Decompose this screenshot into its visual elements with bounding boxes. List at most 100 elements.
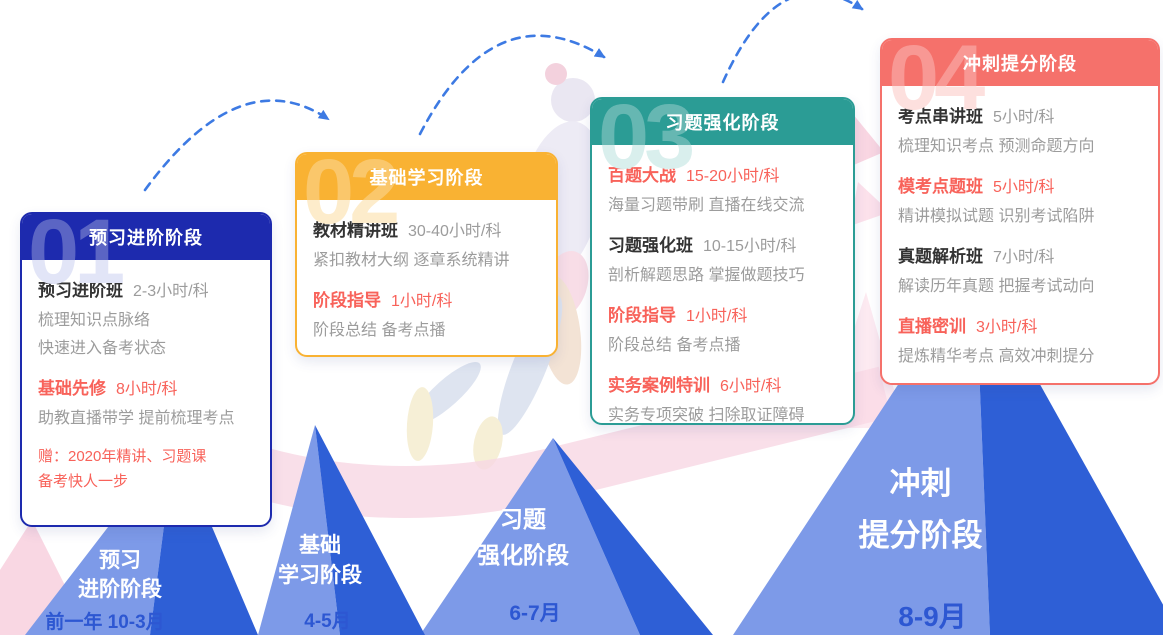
course-note: 助教直播带学 提前梳理考点 bbox=[38, 410, 235, 427]
mountain-label-line: 提分阶段 bbox=[858, 518, 983, 553]
course-item: 基础先修 8小时/科助教直播带学 提前梳理考点 bbox=[38, 374, 258, 433]
mountain-months-2: 4-5月 bbox=[304, 611, 351, 632]
arrow-stage1-to-stage2 bbox=[143, 99, 330, 192]
arrow-stage2-to-stage3 bbox=[418, 34, 606, 136]
course-hours: 6小时/科 bbox=[720, 378, 782, 395]
course-item: 预习进阶班 2-3小时/科梳理知识点脉络快速进入备考状态 bbox=[38, 276, 258, 363]
mountain-3 bbox=[420, 438, 713, 635]
course-note: 海量习题带刷 直播在线交流 bbox=[608, 197, 805, 214]
course-item: 实务案例特训 6小时/科实务专项突破 扫除取证障碍 bbox=[608, 371, 841, 424]
course-item: 真题解析班 7小时/科解读历年真题 把握考试动向 bbox=[898, 242, 1146, 301]
course-name: 阶段指导 bbox=[313, 291, 381, 310]
course-note: 实务专项突破 扫除取证障碍 bbox=[608, 407, 805, 424]
course-hours: 8小时/科 bbox=[116, 381, 178, 398]
mountain-label-3: 习题强化阶段 bbox=[438, 501, 608, 573]
mountain-label-line: 习题 bbox=[500, 506, 546, 532]
stage-card-01: 0101预习进阶阶段预习进阶班2-3小时/科梳理知识点脉络快速进入备考状态基础先… bbox=[20, 212, 272, 527]
course-name: 预习进阶班 bbox=[38, 281, 123, 300]
course-item: 模考点题班 5小时/科精讲模拟试题 识别考试陷阱 bbox=[898, 172, 1146, 231]
mountain-label-line: 强化阶段 bbox=[477, 542, 569, 568]
mountain-months-3: 6-7月 bbox=[509, 602, 561, 625]
course-note: 提炼精华考点 高效冲刺提分 bbox=[898, 348, 1095, 365]
mountain-label-2: 基础学习阶段 bbox=[245, 531, 395, 591]
course-item-row: 百题大战 15-20小时/科 bbox=[608, 161, 841, 192]
mountain-label-line: 预习 bbox=[99, 549, 141, 572]
stage-title: 习题强化阶段 bbox=[665, 113, 780, 133]
mountain-label-1: 预习进阶阶段 bbox=[25, 546, 215, 604]
course-hours: 30-40小时/科 bbox=[408, 223, 502, 240]
course-name: 基础先修 bbox=[38, 379, 106, 398]
stage-header: 习题强化阶段 bbox=[592, 99, 853, 145]
course-item: 阶段指导 1小时/科阶段总结 备考点播 bbox=[608, 301, 841, 360]
course-hours: 15-20小时/科 bbox=[686, 168, 780, 185]
course-note: 精讲模拟试题 识别考试陷阱 bbox=[898, 208, 1095, 225]
course-name: 阶段指导 bbox=[608, 306, 676, 325]
gift-note: 备考快人一步 bbox=[38, 473, 129, 490]
course-item: 教材精讲班 30-40小时/科紧扣教材大纲 逐章系统精讲 bbox=[313, 216, 544, 275]
stage-body: 预习进阶班 2-3小时/科梳理知识点脉络快速进入备考状态基础先修 8小时/科助教直播… bbox=[22, 260, 270, 494]
course-item-row: 实务案例特训 6小时/科 bbox=[608, 371, 841, 402]
course-item-row: 阶段指导 1小时/科 bbox=[608, 301, 841, 332]
mountain-label-line: 学习阶段 bbox=[278, 564, 362, 587]
course-item: 考点串讲班 5小时/科梳理知识考点 预测命题方向 bbox=[898, 102, 1146, 161]
course-name: 模考点题班 bbox=[898, 177, 983, 196]
course-item-row: 模考点题班 5小时/科 bbox=[898, 172, 1146, 203]
course-name: 实务案例特训 bbox=[608, 376, 710, 395]
course-note: 阶段总结 备考点播 bbox=[313, 322, 446, 339]
stage-header: 基础学习阶段 bbox=[297, 154, 556, 200]
course-item-row: 教材精讲班 30-40小时/科 bbox=[313, 216, 544, 247]
mountain-2 bbox=[258, 425, 425, 635]
course-note: 解读历年真题 把握考试动向 bbox=[898, 278, 1095, 295]
arrow-stage3-to-stage4 bbox=[721, 0, 864, 84]
course-note: 阶段总结 备考点播 bbox=[608, 337, 741, 354]
course-note: 剖析解题思路 掌握做题技巧 bbox=[608, 267, 805, 284]
course-item: 直播密训 3小时/科提炼精华考点 高效冲刺提分 bbox=[898, 312, 1146, 371]
stage-title: 冲刺提分阶段 bbox=[963, 54, 1077, 74]
course-name: 习题强化班 bbox=[608, 236, 693, 255]
course-hours: 2-3小时/科 bbox=[133, 283, 209, 300]
course-item: 百题大战 15-20小时/科海量习题带刷 直播在线交流 bbox=[608, 161, 841, 220]
course-hours: 3小时/科 bbox=[976, 319, 1038, 336]
course-name: 百题大战 bbox=[608, 166, 676, 185]
course-item: 习题强化班 10-15小时/科剖析解题思路 掌握做题技巧 bbox=[608, 231, 841, 290]
course-name: 真题解析班 bbox=[898, 247, 983, 266]
mountain-months-1: 前一年 10-3月 bbox=[45, 612, 165, 633]
course-item-row: 基础先修 8小时/科 bbox=[38, 374, 258, 405]
stage-title: 基础学习阶段 bbox=[369, 168, 484, 188]
course-name: 直播密训 bbox=[898, 317, 966, 336]
stage-title: 预习进阶阶段 bbox=[89, 228, 203, 248]
course-item-row: 阶段指导 1小时/科 bbox=[313, 286, 544, 317]
stage-body: 教材精讲班 30-40小时/科紧扣教材大纲 逐章系统精讲阶段指导 1小时/科阶段总结… bbox=[297, 200, 556, 345]
course-note: 梳理知识考点 预测命题方向 bbox=[898, 138, 1095, 155]
course-hours: 1小时/科 bbox=[391, 293, 453, 310]
course-item-row: 习题强化班 10-15小时/科 bbox=[608, 231, 841, 262]
course-hours: 10-15小时/科 bbox=[703, 238, 797, 255]
course-note: 快速进入备考状态 bbox=[38, 340, 167, 357]
course-item-row: 考点串讲班 5小时/科 bbox=[898, 102, 1146, 133]
course-item-row: 真题解析班 7小时/科 bbox=[898, 242, 1146, 273]
stage-header: 预习进阶阶段 bbox=[22, 214, 270, 260]
course-name: 考点串讲班 bbox=[898, 107, 983, 126]
course-hours: 7小时/科 bbox=[993, 249, 1055, 266]
mountain-label-line: 基础 bbox=[299, 534, 341, 557]
course-item-row: 直播密训 3小时/科 bbox=[898, 312, 1146, 343]
stage-header: 冲刺提分阶段 bbox=[882, 40, 1158, 86]
mountain-months-4: 8-9月 bbox=[898, 601, 967, 632]
course-note: 紧扣教材大纲 逐章系统精讲 bbox=[313, 252, 510, 269]
mountain-label-4: 冲刺提分阶段 bbox=[818, 458, 1023, 562]
course-item-row: 预习进阶班 2-3小时/科 bbox=[38, 276, 258, 307]
course-hours: 1小时/科 bbox=[686, 308, 748, 325]
gift-note: 赠：2020年精讲、习题课 bbox=[38, 448, 207, 465]
course-name: 教材精讲班 bbox=[313, 221, 398, 240]
stage-body: 百题大战 15-20小时/科海量习题带刷 直播在线交流习题强化班 10-15小时/科… bbox=[592, 145, 853, 424]
course-note: 梳理知识点脉络 bbox=[38, 312, 151, 329]
mountain-label-line: 冲刺 bbox=[889, 466, 952, 501]
course-hours: 5小时/科 bbox=[993, 109, 1055, 126]
course-hours: 5小时/科 bbox=[993, 179, 1055, 196]
dashed-arrows bbox=[143, 0, 864, 192]
